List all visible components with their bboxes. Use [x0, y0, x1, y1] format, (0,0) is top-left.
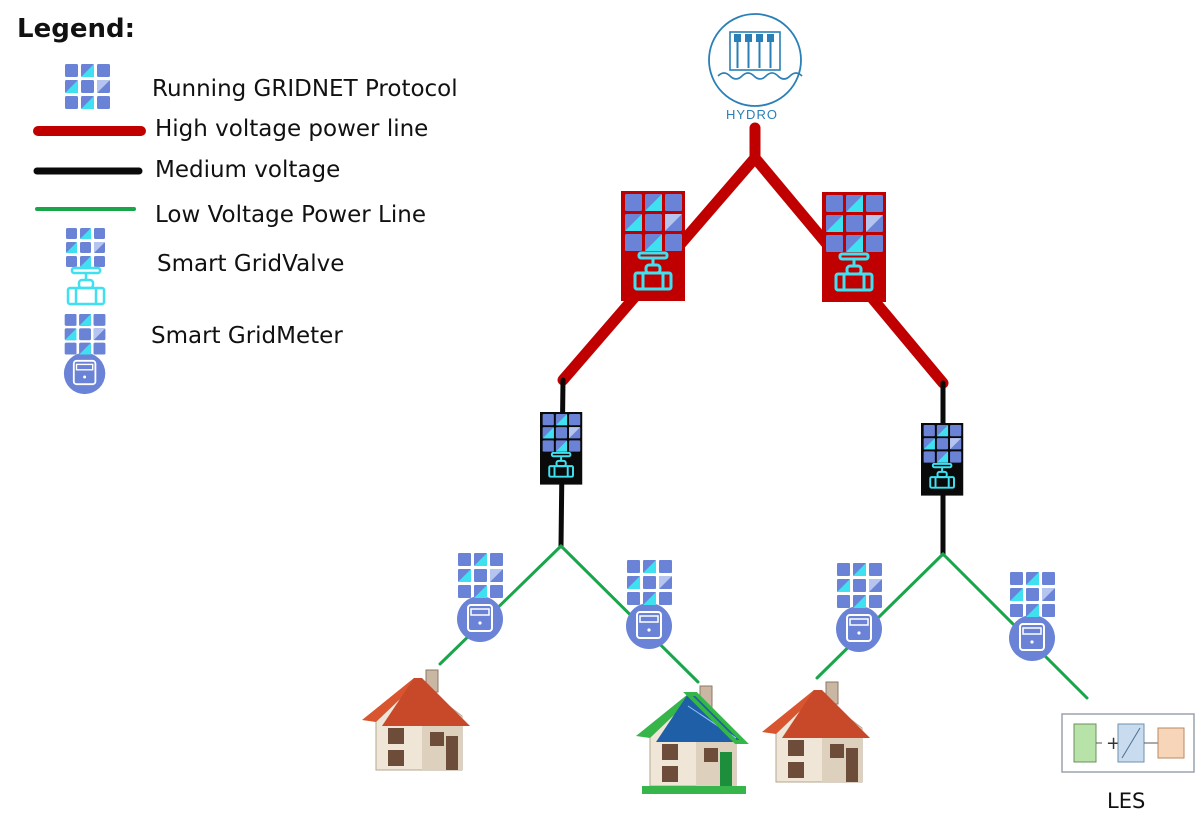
smart-gridmeter-1 [457, 553, 503, 642]
smart-gridvalve-hv-left [621, 191, 685, 301]
house-solar [636, 685, 749, 794]
legend-label-smart-gridvalve: Smart GridValve [157, 251, 345, 277]
smart-gridvalve-mv-right [921, 423, 964, 496]
grid-valve-icon [66, 228, 106, 306]
legend-label-gridnet-protocol: Running GRIDNET Protocol [152, 76, 458, 102]
legend-label-high-voltage: High voltage power line [155, 116, 429, 142]
smart-gridvalve-hv-right [822, 192, 886, 302]
legend-label-medium-voltage: Medium voltage [155, 157, 341, 183]
grid-meter-icon [63, 314, 106, 395]
hydro-label: HYDRO [726, 107, 778, 122]
gridnet-chip-icon [65, 64, 110, 109]
legend-label-low-voltage: Low Voltage Power Line [155, 202, 426, 228]
legend-label-smart-gridmeter: Smart GridMeter [151, 323, 343, 349]
les-storage-icon: + [1061, 713, 1195, 773]
hydro-plant-icon [708, 13, 803, 107]
house-1 [362, 669, 470, 771]
les-label: LES [1107, 789, 1146, 813]
house-2 [762, 681, 870, 783]
smart-gridmeter-2 [626, 560, 672, 649]
smart-gridvalve-mv-left [540, 412, 583, 485]
svg-text:+: + [1106, 733, 1121, 754]
smart-gridmeter-3 [836, 563, 882, 652]
smart-gridmeter-4 [1009, 572, 1055, 661]
lv-left-a [438, 544, 563, 666]
legend-title: Legend: [17, 14, 135, 44]
lv-right-a [815, 552, 945, 680]
